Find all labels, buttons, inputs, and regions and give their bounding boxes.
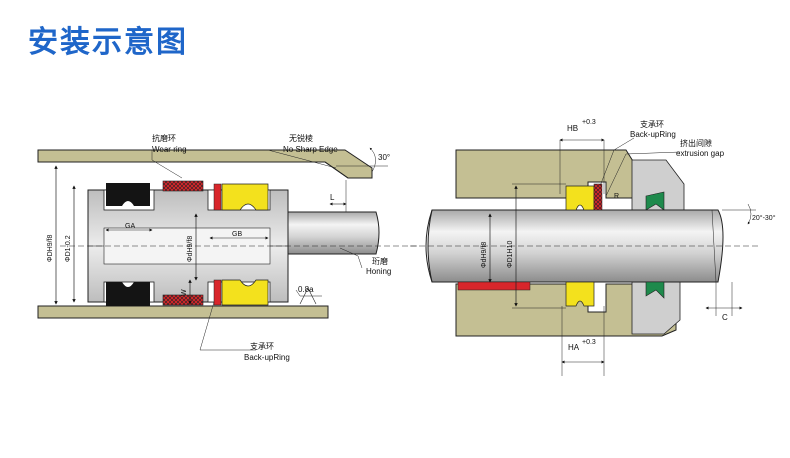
dim-ga-label: GA	[125, 223, 135, 230]
dim-c-label: C	[722, 313, 728, 322]
black-seal-top	[106, 183, 150, 206]
gap-en-label: extrusion gap	[676, 149, 725, 158]
no-edge-cn-label: 无锐棱	[289, 133, 313, 143]
piston-seal-drawing: 抗磨环 Wear ring 无锐棱 No Sharp Edge 30° L GA…	[37, 133, 420, 362]
roughness-label: 0.8a	[298, 285, 314, 294]
rod-seal-drawing: HB +0.3 支承环 Back-upRing 挤出间隙 extrusion g…	[410, 119, 776, 376]
yellow-rod-seal-bottom	[565, 281, 595, 307]
dim-d1-h10-label: ΦD1H10	[507, 241, 514, 268]
dim-l-label: L	[330, 193, 335, 202]
yellow-seal-top	[221, 183, 269, 211]
green-wiper-bottom	[645, 281, 665, 299]
black-seal-bottom	[106, 282, 150, 306]
yellow-rod-seal-top	[565, 185, 595, 211]
backup-cn-label-left: 支承环	[250, 341, 274, 351]
angle-label-left: 30°	[378, 153, 390, 162]
dim-d1-label: ΦD1-0.2	[65, 235, 72, 262]
page-title: 安装示意图	[28, 25, 188, 60]
wear-ring-cn-label: 抗磨环	[152, 133, 176, 143]
gap-cn-label: 挤出间隙	[680, 138, 712, 148]
dim-d-rod-label: ΦdH9/f8	[481, 242, 488, 268]
backup-cn-label-right: 支承环	[640, 119, 664, 129]
green-wiper-top	[645, 191, 665, 211]
dim-gb-label: GB	[232, 231, 242, 238]
wear-ring-en-label: Wear ring	[152, 145, 187, 154]
dim-r-label: R	[614, 193, 619, 200]
dim-ha-label: HA	[568, 343, 580, 352]
dim-hb-label: HB	[567, 124, 578, 133]
backup-ring-top	[213, 183, 222, 211]
dim-w-label: W	[181, 289, 188, 296]
backup-en-label-right: Back-upRing	[630, 130, 676, 139]
hb-tolerance-label: +0.3	[582, 119, 596, 126]
dim-d-inner-label: ΦdH9/f8	[187, 236, 194, 262]
no-edge-en-label: No Sharp Edge	[283, 145, 338, 154]
angle-label-right: 20°-30°	[752, 214, 776, 222]
cylinder-wall-bottom	[37, 305, 329, 319]
backup-ring-rod-top	[593, 183, 603, 211]
yellow-seal-bottom	[221, 279, 269, 306]
dim-d-bore-label: ΦDH9/f8	[47, 235, 54, 262]
wear-ring-rod-bottom	[457, 281, 531, 291]
piston-rod	[284, 211, 380, 255]
backup-ring-bottom	[213, 279, 222, 306]
honing-en-label: Honing	[366, 267, 391, 276]
wear-ring-bottom	[162, 294, 204, 306]
wear-ring-top	[162, 180, 204, 192]
ha-tolerance-label: +0.3	[582, 339, 596, 346]
backup-en-label-left: Back-upRing	[244, 353, 290, 362]
honing-cn-label: 珩磨	[372, 256, 388, 266]
gland-top	[631, 159, 685, 211]
